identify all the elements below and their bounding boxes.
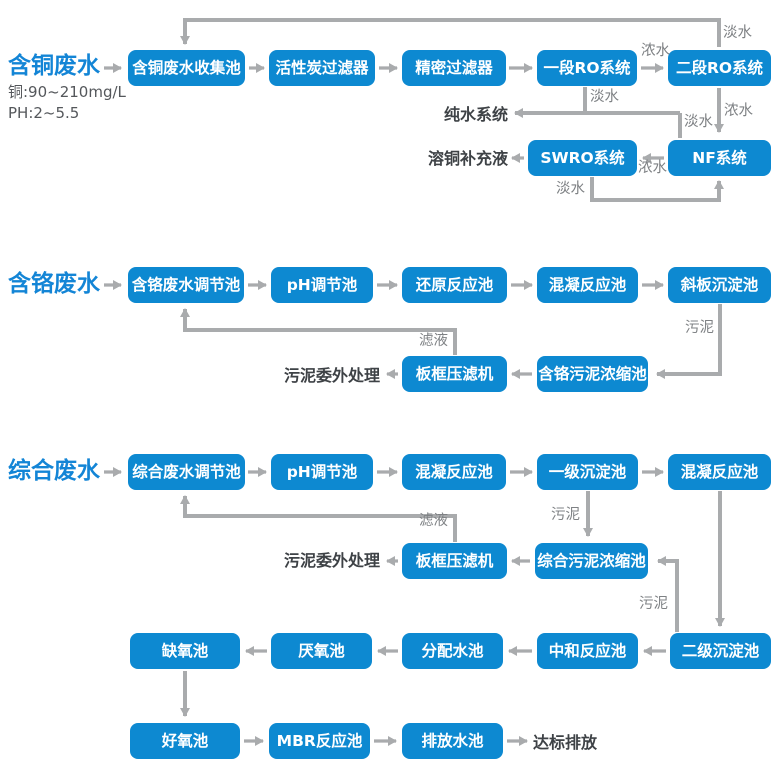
edge-label-sed1-sludge: 污泥 bbox=[551, 507, 580, 523]
node-neutralization-pool: 中和反应池 bbox=[537, 633, 638, 669]
edge-press-filtrate-to-adjust bbox=[180, 308, 457, 355]
terminal-copper-makeup: 溶铜补充液 bbox=[428, 149, 509, 168]
node-activated-carbon-filter: 活性炭过滤器 bbox=[269, 50, 375, 86]
node-chromium-adjust-pool: 含铬废水调节池 bbox=[128, 267, 244, 303]
section-title-comprehensive: 综合废水 bbox=[8, 458, 100, 484]
node-primary-settling-pool: 一级沉淀池 bbox=[537, 454, 638, 490]
node-comprehensive-sludge-thickener: 综合污泥浓缩池 bbox=[535, 543, 648, 579]
edge-label-chromium-filtrate: 滤液 bbox=[419, 333, 448, 349]
edge-label-ro2-concentrate: 浓水 bbox=[724, 103, 753, 119]
edge-swro-permeate-to-nf bbox=[590, 177, 724, 202]
edge-label-ro2-recycle: 淡水 bbox=[723, 25, 752, 41]
terminal-pure-water-system: 纯水系统 bbox=[444, 105, 509, 124]
edge-press2-filtrate-to-adjust bbox=[180, 495, 457, 542]
terminal-chromium-outsourced: 污泥委外处理 bbox=[284, 366, 381, 385]
node-chromium-coagulation-pool: 混凝反应池 bbox=[537, 267, 638, 303]
terminal-comprehensive-outsourced: 污泥委外处理 bbox=[284, 551, 381, 570]
node-chromium-sludge-thickener: 含铬污泥浓缩池 bbox=[537, 356, 648, 392]
node-aerobic-pool: 好氧池 bbox=[130, 723, 240, 759]
copper-note-ph: PH:2~5.5 bbox=[8, 104, 80, 122]
node-precision-filter: 精密过滤器 bbox=[402, 50, 506, 86]
node-copper-collect-pool: 含铜废水收集池 bbox=[128, 50, 245, 86]
node-swro-system: SWRO系统 bbox=[528, 140, 637, 176]
edge-label-comprehensive-filtrate: 滤液 bbox=[419, 513, 448, 529]
node-stage1-ro-system: 一段RO系统 bbox=[537, 50, 637, 86]
edge-inclined-sludge-to-thickener bbox=[656, 304, 722, 379]
section-title-chromium: 含铬废水 bbox=[8, 271, 100, 297]
node-inclined-plate-settler: 斜板沉淀池 bbox=[668, 267, 771, 303]
edge-label-chromium-sludge: 污泥 bbox=[685, 320, 714, 336]
node-stage2-ro-system: 二段RO系统 bbox=[668, 50, 771, 86]
node-reduction-pool: 还原反应池 bbox=[402, 267, 507, 303]
node-coagulation-pool-1: 混凝反应池 bbox=[402, 454, 506, 490]
edge-label-sed2-sludge: 污泥 bbox=[639, 596, 668, 612]
copper-note-concentration: 铜:90~210mg/L bbox=[8, 83, 126, 101]
edge-label-ro1-to-ro2: 浓水 bbox=[641, 43, 670, 59]
node-mbr-reaction-pool: MBR反应池 bbox=[269, 723, 370, 759]
node-comprehensive-adjust-pool: 综合废水调节池 bbox=[128, 454, 245, 490]
edge-label-nf-permeate: 淡水 bbox=[684, 114, 713, 130]
edge-label-ro1-permeate: 淡水 bbox=[590, 89, 619, 105]
node-coagulation-pool-2: 混凝反应池 bbox=[668, 454, 771, 490]
node-comprehensive-ph-pool: pH调节池 bbox=[271, 454, 373, 490]
terminal-standard-discharge: 达标排放 bbox=[533, 733, 598, 752]
node-distribution-pool: 分配水池 bbox=[402, 633, 503, 669]
node-discharge-pool: 排放水池 bbox=[402, 723, 503, 759]
node-anaerobic-pool: 厌氧池 bbox=[271, 633, 372, 669]
edge-label-swro-permeate: 淡水 bbox=[556, 181, 585, 197]
node-chromium-ph-pool: pH调节池 bbox=[271, 267, 373, 303]
node-anoxic-pool: 缺氧池 bbox=[130, 633, 240, 669]
node-secondary-settling-pool: 二级沉淀池 bbox=[670, 633, 771, 669]
node-nf-system: NF系统 bbox=[668, 140, 771, 176]
edge-ro2-recycle-to-collect bbox=[180, 18, 721, 47]
node-chromium-filter-press: 板框压滤机 bbox=[402, 356, 507, 392]
edge-label-nf-to-swro: 浓水 bbox=[638, 160, 667, 176]
node-comprehensive-filter-press: 板框压滤机 bbox=[402, 543, 507, 579]
section-title-copper: 含铜废水 bbox=[8, 53, 100, 79]
